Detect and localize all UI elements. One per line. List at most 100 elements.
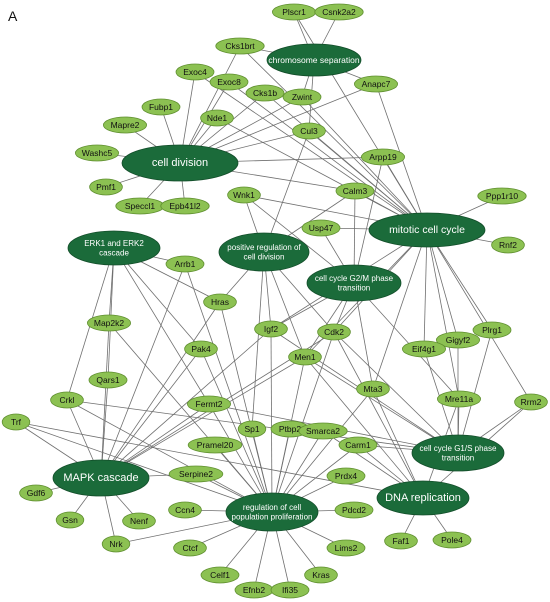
gene-ellipse	[165, 255, 205, 273]
gene-label: Ccn4	[175, 505, 195, 515]
gene-label: Smarca2	[306, 426, 340, 436]
gene-label: Nde1	[207, 113, 228, 123]
gene-label: Exoc4	[183, 67, 207, 77]
gene-label: Calm3	[343, 186, 368, 196]
gene-label: Map2k2	[94, 318, 125, 328]
panel-label: A	[8, 8, 18, 24]
gene-node-cdk2: Cdk2	[317, 323, 351, 341]
gene-node-carm1: Carm1	[338, 436, 378, 454]
gene-ellipse	[288, 348, 322, 366]
gene-label: Crkl	[59, 395, 74, 405]
gene-node-ppp1r10: Ppp1r10	[477, 187, 527, 205]
gene-ellipse	[227, 186, 261, 204]
edge-pak4-erk	[113, 247, 202, 350]
gene-node-faf1: Faf1	[384, 532, 418, 550]
gene-node-eif4g1: Eif4g1	[401, 340, 446, 358]
gene-label: Washc5	[82, 148, 113, 158]
gene-label: Cks1b	[253, 88, 277, 98]
gene-node-mta3: Mta3	[356, 380, 390, 398]
gene-node-cks1b: Cks1b	[245, 84, 285, 102]
gene-node-efnb2: Efnb2	[234, 581, 274, 599]
gene-ellipse	[168, 501, 202, 519]
gene-label: Pramel20	[197, 440, 234, 450]
term-label: population proliferation	[232, 512, 313, 521]
gene-node-sp1: Sp1	[237, 420, 267, 438]
gene-ellipse	[356, 380, 390, 398]
edge-exoc4-mitotic	[194, 71, 428, 231]
term-ellipse	[218, 232, 310, 272]
gene-label: Sp1	[244, 424, 259, 434]
edge-mta3-dna	[372, 388, 424, 499]
term-label: cascade	[99, 248, 129, 257]
gene-node-usp47: Usp47	[301, 219, 341, 237]
gene-ellipse	[187, 436, 243, 454]
gene-ellipse	[122, 512, 156, 530]
gene-ellipse	[88, 371, 128, 389]
gene-node-gsn: Gsn	[55, 511, 85, 529]
edge-men1-mapk	[100, 356, 306, 479]
gene-node-crkl: Crkl	[50, 391, 84, 409]
term-label: mitotic cell cycle	[389, 224, 465, 236]
gene-label: Gdf6	[27, 488, 46, 498]
gene-ellipse	[334, 501, 374, 519]
gene-ellipse	[160, 197, 210, 215]
gene-label: Efnb2	[243, 585, 265, 595]
gene-label: Pmf1	[96, 182, 116, 192]
gene-label: Fermt2	[196, 399, 223, 409]
gene-label: Cdk2	[324, 327, 344, 337]
gene-node-pak4: Pak4	[184, 340, 218, 358]
term-ellipse	[225, 492, 319, 532]
edge-men1-g1s	[304, 356, 459, 454]
gene-node-map2k2: Map2k2	[87, 314, 132, 332]
edge-crkl-prolif	[66, 399, 273, 513]
gene-ellipse	[184, 340, 218, 358]
edge-arpp19-g2m	[353, 156, 384, 284]
term-node-dna: DNA replication	[376, 480, 470, 516]
gene-label: Exoc8	[217, 77, 241, 87]
term-node-mitotic: mitotic cell cycle	[368, 212, 486, 248]
gene-node-wnk1: Wnk1	[227, 186, 261, 204]
gene-label: Pak4	[191, 344, 211, 354]
gene-node-plrg1: Plrg1	[472, 321, 512, 339]
gene-label: Gsn	[62, 515, 78, 525]
gene-node-nrk: Nrk	[101, 535, 131, 553]
gene-label: Nrk	[109, 539, 123, 549]
gene-node-serpine2: Serpine2	[168, 465, 224, 483]
gene-ellipse	[89, 178, 123, 196]
gene-ellipse	[491, 236, 525, 254]
edge-mta3-mitotic	[372, 229, 428, 390]
gene-ellipse	[19, 484, 53, 502]
term-label: positive regulation of	[227, 243, 301, 252]
gene-label: Ppp1r10	[486, 191, 518, 201]
gene-node-fermt2: Fermt2	[186, 395, 231, 413]
edge-cul3-posreg	[263, 130, 310, 253]
edge-hras-mapk	[100, 301, 221, 479]
gene-ellipse	[173, 539, 207, 557]
edge-mre11a-g2m	[353, 282, 460, 400]
gene-node-ifi35: Ifi35	[270, 581, 310, 599]
gene-label: Pole4	[441, 535, 463, 545]
gene-label: Trf	[11, 417, 22, 427]
gene-ellipse	[353, 75, 398, 93]
term-ellipse	[411, 434, 505, 472]
edge-zwint-mitotic	[301, 96, 428, 231]
edge-igf2-prolif	[270, 328, 273, 513]
edge-fermt2-erk	[113, 247, 210, 405]
term-label: regulation of cell	[243, 503, 301, 512]
edge-cdk2-dna	[333, 331, 424, 499]
term-label: cell division	[152, 157, 208, 169]
edge-igf2-mapk	[100, 328, 272, 479]
gene-ellipse	[384, 532, 418, 550]
gene-ellipse	[75, 144, 120, 162]
edge-cks1brt-celldiv	[179, 45, 241, 164]
gene-node-pdcd2: Pdcd2	[334, 501, 374, 519]
gene-ellipse	[335, 182, 375, 200]
gene-label: Lims2	[335, 543, 358, 553]
gene-label: Ifi35	[282, 585, 298, 595]
edge-map2k2-mapk	[100, 322, 110, 479]
term-node-chrom: chromosome separation	[266, 43, 362, 77]
gene-node-ctcf: Ctcf	[173, 539, 207, 557]
